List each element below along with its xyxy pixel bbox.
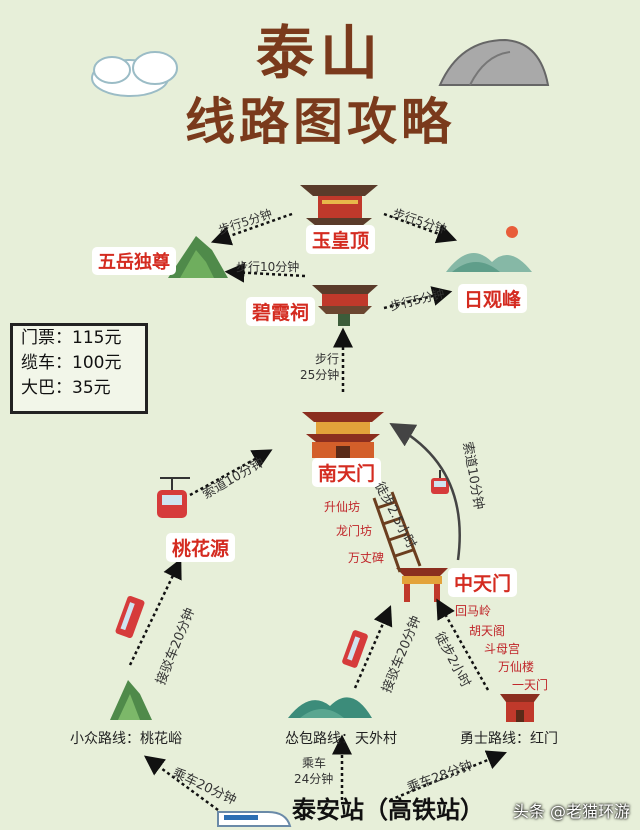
ticket-price-box: 门票：115元 缆车：100元 大巴：35元	[10, 323, 148, 414]
edge-label-walk25-line1: 步行	[315, 352, 340, 366]
edge-label-walk25-line2: 25分钟	[300, 368, 340, 382]
bus-taohua-icon	[115, 595, 145, 639]
node-nantianmen[interactable]: 南天门	[312, 458, 382, 487]
node-bixiaci[interactable]: 碧霞祠	[246, 297, 316, 326]
stop-huimaling: 回马岭	[455, 604, 492, 618]
ticket-price-admission: 门票：115元	[21, 328, 122, 348]
ticket-price-cablecar: 缆车：100元	[21, 353, 122, 373]
node-wuyueduzun[interactable]: 五岳独尊	[92, 247, 176, 275]
route-label-tianwaicun: 怂包路线：天外村	[285, 731, 397, 747]
ladder-icon	[372, 491, 422, 573]
temple-yuhuangding-icon	[300, 185, 378, 226]
cable-car-taohua-icon	[157, 477, 190, 518]
node-riguanfeng[interactable]: 日观峰	[458, 284, 528, 313]
node-zhongtianmen[interactable]: 中天门	[448, 568, 518, 597]
rock-mountain-icon	[438, 38, 550, 86]
edge-label-car24-line1: 乘车	[302, 756, 327, 770]
stop-doumugong: 斗母宫	[484, 642, 521, 656]
cloud-icon	[91, 51, 178, 97]
bus-tianwai-icon	[342, 630, 368, 668]
stop-yitianmen: 一天门	[512, 678, 549, 692]
page-title: 泰山	[255, 19, 384, 87]
station-label: 泰安站（高铁站）	[292, 796, 484, 824]
stop-shengxianfang: 升仙坊	[324, 500, 361, 514]
mountain-taohuayu-icon	[110, 680, 152, 720]
edge-label-car24-line2: 24分钟	[294, 772, 334, 786]
gate-hongmen-icon	[500, 694, 540, 722]
stop-wanzhangbei: 万丈碑	[348, 551, 385, 565]
watermark: 头条 @老猫环游	[512, 802, 630, 821]
gate-nantianmen-icon	[302, 412, 384, 458]
cable-car-zhong-icon	[431, 470, 449, 494]
node-taohuayuan[interactable]: 桃花源	[166, 533, 236, 562]
stop-hutiange: 胡天阁	[469, 624, 506, 638]
route-label-hongmen: 勇士路线：红门	[460, 731, 558, 747]
stop-longmenfang: 龙门坊	[336, 524, 373, 538]
ticket-price-bus: 大巴：35元	[21, 378, 111, 398]
node-yuhuangding[interactable]: 玉皇顶	[306, 225, 376, 254]
temple-bixiaci-icon	[312, 285, 378, 326]
page-subtitle: 线路图攻略	[185, 93, 455, 151]
mountain-tianwaicun-icon	[288, 697, 372, 718]
landscape-riguanfeng-icon	[446, 226, 532, 272]
stop-wanxianlou: 万仙楼	[498, 660, 535, 674]
route-label-taohuayu: 小众路线：桃花峪	[70, 731, 182, 747]
mountain-wuyue-icon	[168, 236, 228, 278]
gate-zhongtianmen-icon	[396, 568, 448, 602]
edge-label-walk10: 步行10分钟	[236, 260, 300, 274]
train-icon	[217, 811, 292, 827]
